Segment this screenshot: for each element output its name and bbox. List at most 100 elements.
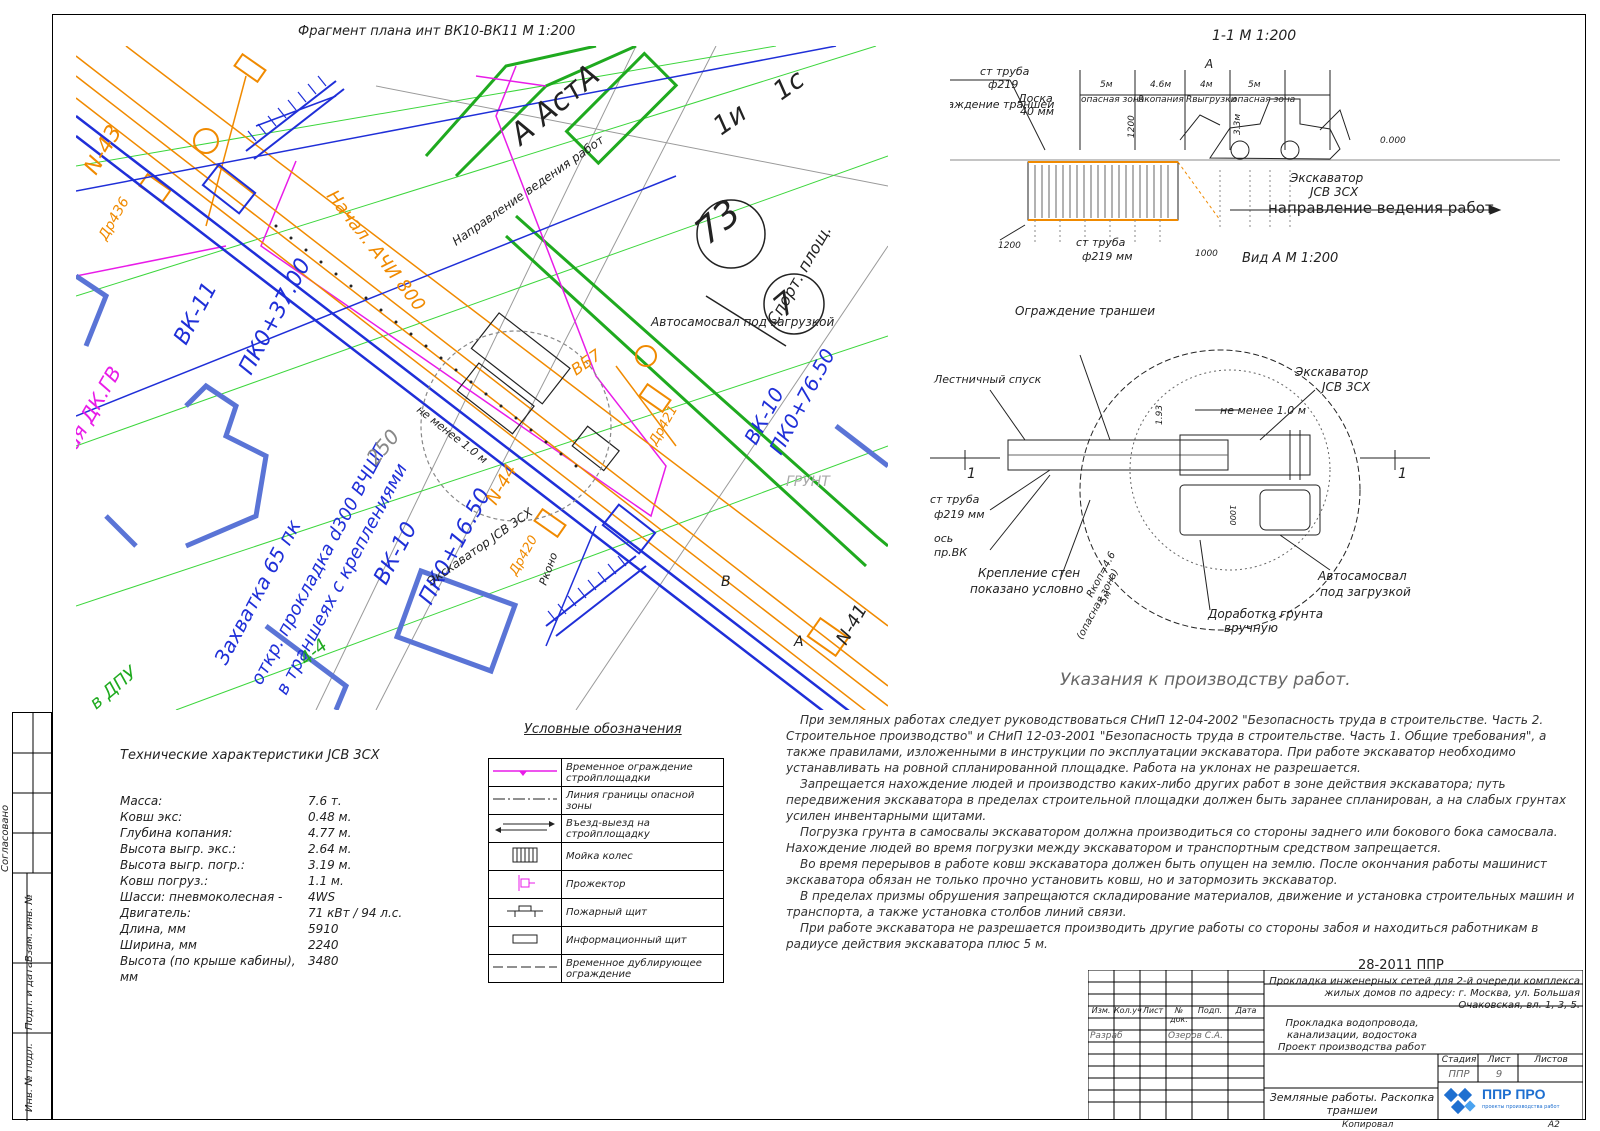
label-dpu: в ДПУ	[86, 662, 142, 710]
sec-mark-000: 0.000	[1380, 136, 1406, 146]
va-ekskavator: Экскаватор	[1294, 365, 1369, 379]
label-dr436: Др436	[95, 195, 133, 244]
va-uslovno: показано условно	[970, 582, 1084, 596]
stamp-project: Прокладка инженерных сетей для 2-й очере…	[1269, 976, 1580, 1011]
label-dr421: Др421	[646, 403, 681, 449]
sec-dim-1200v: 1200	[1127, 115, 1137, 138]
stamp-headers: Изм. Кол.уч Лист № док. Подп. Дата	[1091, 1006, 1257, 1024]
side-soglasovano: Согласовано	[0, 804, 11, 872]
label-grunt: ГРУНТ	[786, 474, 831, 490]
sec-opasn-r: опасная зона	[1232, 95, 1295, 105]
note-paragraph: При работе экскаватора не разрешается пр…	[786, 921, 1539, 951]
specs-block: Технические характеристики JCB 3CX Масса…	[120, 748, 450, 985]
va-cut-r: 1	[1398, 466, 1407, 482]
drawing-frame	[52, 14, 1586, 1120]
sec-rkop: Rкопания	[1138, 95, 1184, 105]
plan-title: Фрагмент плана инт ВК10-ВК11 М 1:200	[298, 24, 576, 39]
legend-table: Временное ограждение стройплощадки Линия…	[488, 758, 724, 983]
sec-doska: Доска	[1017, 92, 1053, 105]
label-avtosamosval: Автосамосвал под загрузкой	[650, 315, 834, 329]
stamp-razrab: Разраб	[1090, 1031, 1123, 1041]
label-n41: N-41	[832, 601, 872, 649]
sec-st-truba2: ст труба	[1076, 236, 1126, 249]
sec-dim-46: 4.6м	[1150, 80, 1171, 90]
va-os: ось	[934, 532, 953, 545]
sec-opasn-l: опасная зона	[1081, 95, 1144, 105]
label-n44: N-44	[482, 461, 522, 509]
label-dkgv: ая ДК.ГВ	[76, 362, 126, 453]
va-193: 1.93	[1155, 405, 1165, 425]
stamp-code: 28-2011 ППР	[1358, 958, 1444, 973]
va-cut-l: 1	[967, 466, 976, 482]
sec-napr: направление ведения работ	[1268, 199, 1494, 217]
sec-doska-40: 40 мм	[1020, 105, 1054, 118]
kopiroval: Копировал	[1342, 1120, 1394, 1130]
legend-row: Мойка колес	[488, 842, 724, 871]
label-1s: 1с	[768, 64, 810, 106]
format: А2	[1548, 1120, 1560, 1130]
stamp-list: 9	[1495, 1069, 1503, 1080]
label-pk3700: ПК0+37.00	[234, 254, 316, 378]
specs-title: Технические характеристики JCB 3CX	[120, 748, 380, 763]
va-jcb: JCB 3CX	[1320, 380, 1371, 394]
side-inv: Инв. № подл.	[24, 1043, 35, 1112]
note-paragraph: Погрузка грунта в самосвалы экскаватором…	[786, 825, 1558, 855]
va-dorabotka: Доработка грунта	[1207, 607, 1323, 621]
va-avtosamosval: Автосамосвал	[1317, 569, 1407, 583]
sec-dim-1200: 1200	[998, 241, 1021, 251]
view-a: Ограждение траншеи Лестничный спуск Экск…	[930, 304, 1430, 641]
stamp-section-title: Прокладка водопровода, канализации, водо…	[1277, 1018, 1427, 1053]
va-ne-menee: не менее 1.0 м	[1220, 404, 1306, 417]
sec-jcb: JCB 3CX	[1308, 185, 1359, 199]
sec-dim-33: 3.3м	[1233, 114, 1243, 135]
label-vk11: ВК-11	[169, 278, 222, 349]
sec-dim-1000: 1000	[1195, 249, 1218, 259]
section-title: 1-1 М 1:200	[1212, 28, 1297, 44]
stamp-author: Озеров С.А.	[1168, 1031, 1223, 1041]
legend-row: Временное дублирующее ограждение	[488, 954, 724, 983]
sec-mark-a: А	[1204, 57, 1213, 71]
spec-row: Шасси: пневмоколесная -4WS	[120, 890, 336, 904]
sec-vid-a: Вид А М 1:200	[1242, 251, 1338, 266]
stamp-sheet-title: Земляные работы. Раскопка траншеи	[1269, 1091, 1435, 1117]
label-vb7: ВБ7	[567, 345, 605, 379]
sec-dim-4m: 4м	[1200, 80, 1213, 90]
label-b: В	[721, 574, 731, 590]
note-paragraph: При земляных работах следует руководство…	[786, 713, 1547, 775]
legend-row: Прожектор	[488, 870, 724, 899]
va-vruchnuyu: вручную	[1224, 621, 1278, 635]
stamp-stadia-h: Стадия	[1441, 1055, 1477, 1065]
spec-row: Ковш экс:0.48 м.	[120, 810, 352, 824]
va-lestn: Лестничный спуск	[933, 373, 1042, 386]
sec-rvygr: Rвыгрузки	[1186, 95, 1237, 105]
sec-d219: ф219	[988, 78, 1018, 91]
title-block: 28-2011 ППР Прокладка инженерных сетей д…	[1088, 958, 1583, 1120]
notes-title: Указания к производству работ.	[1060, 670, 1351, 690]
spec-row: Двигатель:71 кВт / 94 л.с.	[120, 906, 403, 920]
note-paragraph: Запрещается нахождение людей и производс…	[786, 777, 1567, 823]
va-1000: 1000	[1228, 505, 1237, 525]
note-paragraph: В пределах призмы обрушения запрещаются …	[786, 889, 1575, 919]
label-1i: 1и	[708, 98, 753, 142]
logo-icon	[1444, 1087, 1476, 1115]
legend-row: Въезд-выезд на стройплощадку	[488, 814, 724, 843]
section-view: ст труба ф219 Ограждение траншеи Доска 4…	[950, 57, 1560, 266]
legend-row: Линия границы опасной зоны	[488, 786, 724, 815]
side-approval-strip	[12, 712, 53, 1121]
label-a: А	[793, 634, 804, 650]
sec-dim-5m-r: 5м	[1248, 80, 1261, 90]
stamp-list-h: Лист	[1487, 1055, 1511, 1065]
stamp-stadia: ППР	[1448, 1069, 1470, 1080]
legend-title: Условные обозначения	[524, 722, 682, 737]
va-ograzhd: Ограждение траншеи	[1015, 304, 1155, 318]
sec-d219mm: ф219 мм	[1082, 250, 1133, 263]
side-podp: Подп. и дата	[24, 961, 35, 1030]
logo-sub: проекты производства работ	[1482, 1104, 1560, 1110]
stamp-listov-h: Листов	[1534, 1055, 1568, 1065]
legend-row: Пожарный щит	[488, 898, 724, 927]
label-dr420: Др420	[506, 533, 541, 579]
spec-row: Высота выгр. погр.:3.19 м.	[120, 858, 352, 872]
